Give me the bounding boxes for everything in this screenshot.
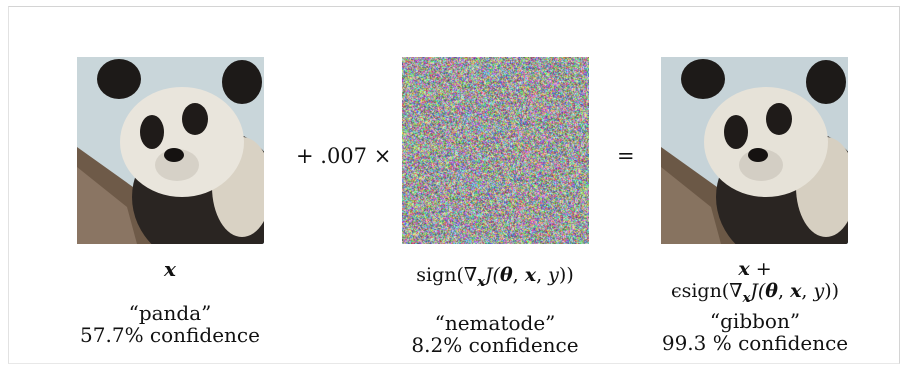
noise-image [402,57,589,244]
panda-image [77,57,264,244]
gibbon-label: “gibbon” [709,308,801,333]
input-symbol: x [164,257,176,281]
formula-nabla-sub: x [477,274,485,290]
formula-sign: sign( [416,264,464,286]
eps-close: )) [824,280,840,302]
multiply-operator: + .007 × [296,144,392,168]
figure-frame [8,6,900,364]
eps-sign: ϵsign( [670,280,730,302]
formula-close: )) [558,264,574,286]
panel-panda-caption: x “panda” 57.7% confidence [60,258,280,346]
eps-comma-1: , [777,280,791,302]
eps-nabla-sub: x [742,290,751,306]
perturbed-plus: + [749,258,772,280]
gradient-sign-formula: sign(∇xJ(θ, x, y)) [370,264,620,294]
panda-confidence: 57.7% confidence [80,323,260,347]
nematode-confidence: 8.2% confidence [411,332,579,357]
formula-x: x [524,264,537,286]
formula-comma-1: , [512,264,525,286]
perturbed-input-line1: x + [630,258,880,280]
eps-y: y [813,280,825,302]
nematode-label: “nematode” [434,310,556,335]
eps-J: J( [750,280,766,302]
perturbed-x: x [738,258,750,280]
gibbon-confidence: 99.3 % confidence [661,330,849,355]
eps-theta: θ [765,280,778,302]
panel-gibbon-caption: x + ϵsign(∇xJ(θ, x, y)) “gibbon” 99.3 % … [630,258,880,354]
noise-pattern [402,57,589,244]
eps-comma-2: , [801,280,814,302]
equals-operator: = [617,144,635,168]
adversarial-panda-illustration [661,57,848,244]
panel-noise-caption: sign(∇xJ(θ, x, y)) “nematode” 8.2% confi… [370,264,620,356]
perturbed-input-line2: ϵsign(∇xJ(θ, x, y)) [630,280,880,310]
formula-y: y [548,264,559,286]
panda-illustration [77,57,264,244]
formula-J: J( [484,264,500,286]
eps-nabla: ∇ [729,280,743,302]
panda-label: “panda” [128,301,212,325]
eps-x: x [790,280,802,302]
adversarial-image [661,57,848,244]
formula-comma-2: , [536,264,549,286]
formula-theta: θ [499,264,513,286]
formula-nabla: ∇ [463,264,478,286]
